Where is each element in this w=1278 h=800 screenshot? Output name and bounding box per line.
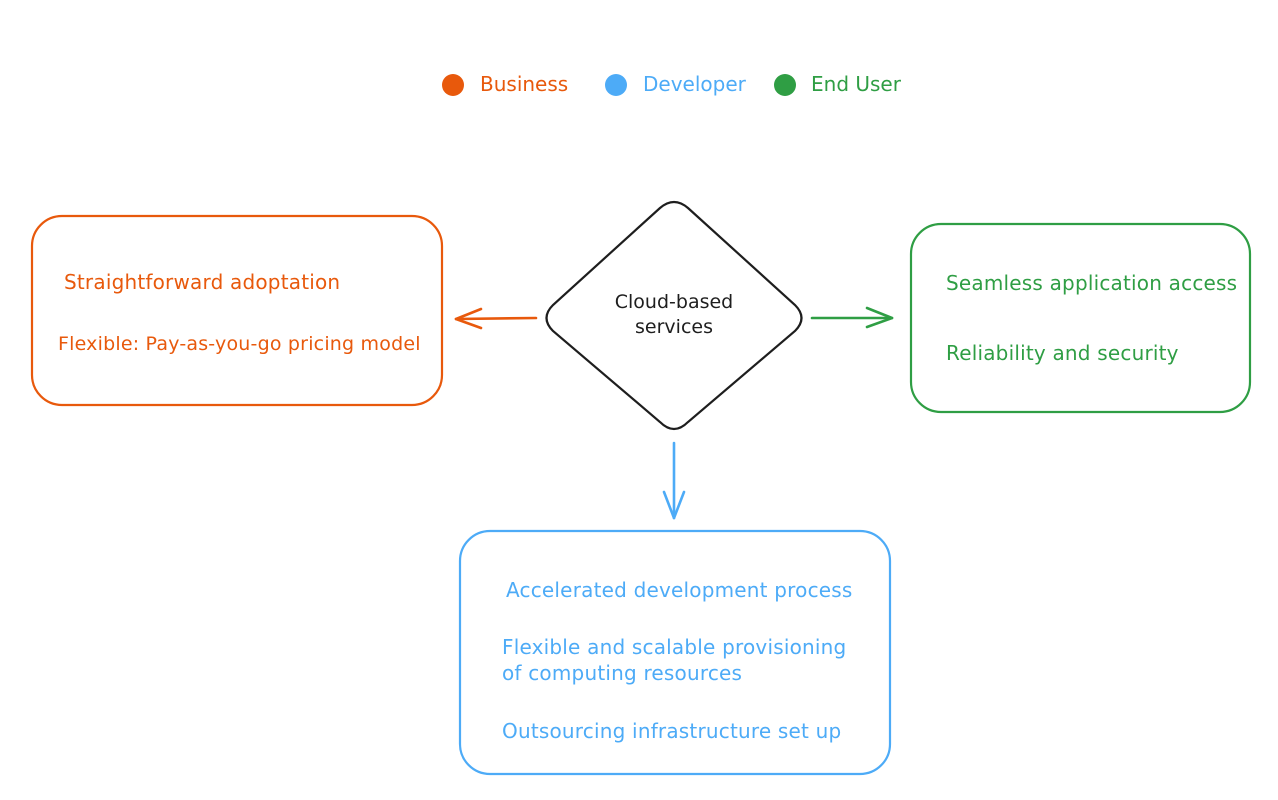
legend-developer-dot [605, 74, 627, 96]
business-item: Flexible: Pay-as-you-go pricing model [58, 333, 421, 355]
legend-developer-label: Developer [643, 72, 746, 96]
business-box [30, 214, 444, 407]
end-user-box [909, 222, 1252, 414]
end-user-item: Seamless application access [946, 271, 1238, 295]
center-label-line2: services [635, 316, 713, 338]
legend-business-dot [442, 74, 464, 96]
legend-end-user-label: End User [811, 72, 901, 96]
developer-box [458, 529, 892, 776]
legend-business-label: Business [480, 72, 569, 96]
end-user-item: Reliability and security [946, 341, 1179, 365]
legend-end-user-dot [774, 74, 796, 96]
arrow-to-end-user [810, 306, 894, 329]
center-node-label: Cloud-based services [574, 290, 774, 340]
arrow-to-developer [662, 441, 686, 520]
arrow-to-business [454, 307, 538, 330]
developer-item: Flexible and scalable provisioning [502, 635, 847, 659]
center-label-line1: Cloud-based [614, 291, 734, 313]
center-diamond [545, 200, 803, 431]
developer-item: Accelerated development process [506, 578, 853, 602]
developer-item: of computing resources [502, 661, 743, 685]
business-item: Straightforward adoptation [64, 270, 341, 294]
developer-item: Outsourcing infrastructure set up [502, 719, 842, 743]
